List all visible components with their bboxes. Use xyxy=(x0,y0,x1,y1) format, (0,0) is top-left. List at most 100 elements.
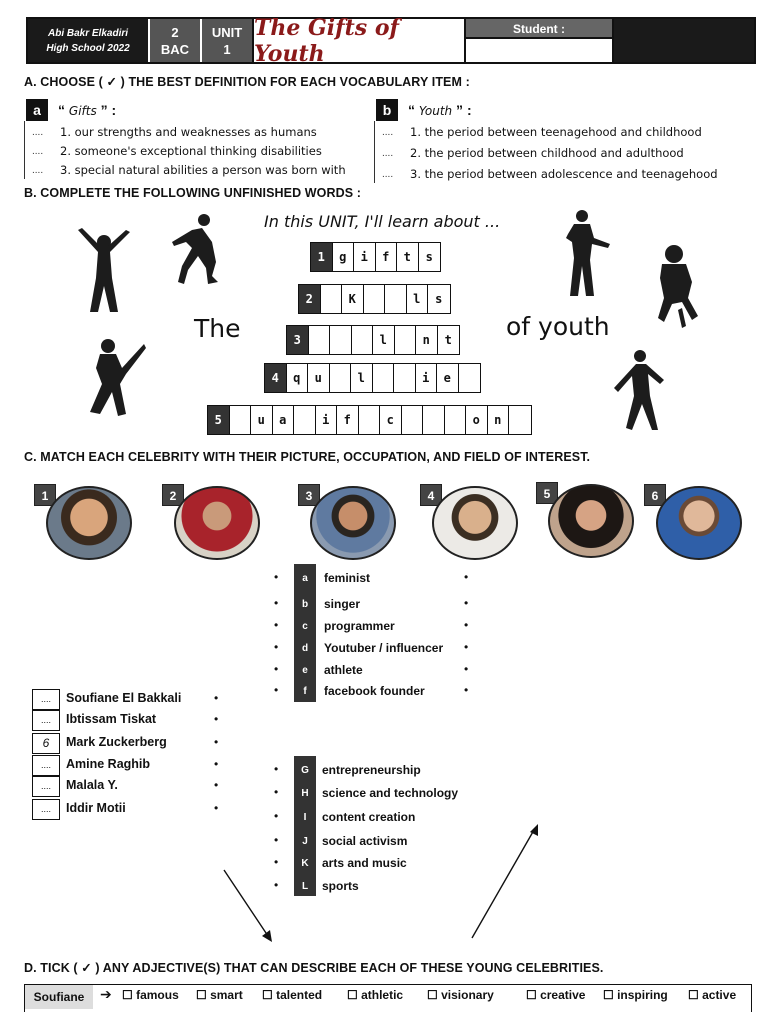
puzzle-cell[interactable] xyxy=(385,285,407,313)
item-b-dots-2[interactable]: .... xyxy=(382,148,394,159)
puzzle-cell[interactable] xyxy=(364,285,385,313)
puzzle-cell[interactable]: l xyxy=(373,326,395,354)
page-title: The Gifts of Youth xyxy=(252,15,466,67)
puzzle-cell[interactable] xyxy=(395,326,416,354)
puzzle-cell[interactable] xyxy=(402,406,423,434)
adjective-checkbox[interactable]: ☐ famous xyxy=(122,988,179,1002)
puzzle-cell[interactable] xyxy=(352,326,373,354)
puzzle-cell[interactable] xyxy=(373,364,394,392)
puzzle-cell[interactable] xyxy=(330,326,352,354)
match-bullet-left[interactable]: • xyxy=(274,640,279,654)
puzzle-cell[interactable] xyxy=(294,406,316,434)
item-b-term: Youth xyxy=(418,104,453,118)
puzzle-cell[interactable]: t xyxy=(397,243,419,271)
item-b-dots-1[interactable]: .... xyxy=(382,127,394,138)
item-b-dots-3[interactable]: .... xyxy=(382,169,394,180)
item-a-dots-1[interactable]: .... xyxy=(32,127,44,138)
field-bullet[interactable]: • xyxy=(274,762,279,776)
item-a-dots-2[interactable]: .... xyxy=(32,146,44,157)
student-input[interactable] xyxy=(466,39,612,62)
match-bullet-right[interactable]: • xyxy=(464,570,469,584)
puzzle-cell[interactable]: u xyxy=(251,406,273,434)
adjective-row xyxy=(24,984,752,1012)
name-bullet[interactable]: • xyxy=(214,712,219,726)
name-bullet[interactable]: • xyxy=(214,801,219,815)
puzzle-cell[interactable]: f xyxy=(337,406,359,434)
puzzle-cell[interactable] xyxy=(459,364,481,392)
field-letter: L xyxy=(301,881,309,892)
adjective-checkbox[interactable]: ☐ visionary xyxy=(427,988,494,1002)
name-bullet[interactable]: • xyxy=(214,757,219,771)
field-letter: K xyxy=(301,858,309,869)
field-bullet[interactable]: • xyxy=(274,785,279,799)
puzzle-cell[interactable]: l xyxy=(351,364,373,392)
puzzle-cell[interactable] xyxy=(423,406,445,434)
adjective-checkbox[interactable]: ☐ active xyxy=(688,988,737,1002)
match-bullet-left[interactable]: • xyxy=(274,662,279,676)
adjective-checkbox[interactable]: ☐ smart xyxy=(196,988,243,1002)
puzzle-cell[interactable]: t xyxy=(444,333,452,347)
puzzle-cell[interactable]: q xyxy=(287,364,308,392)
puzzle-cell[interactable]: s xyxy=(435,292,443,306)
field-label: social activism xyxy=(322,834,408,848)
occupation-letter-column xyxy=(294,564,316,702)
puzzle-row-3-number: 3 xyxy=(287,326,309,354)
puzzle-cell[interactable] xyxy=(309,326,330,354)
puzzle-cell[interactable]: g xyxy=(333,243,354,271)
match-bullet-left[interactable]: • xyxy=(274,618,279,632)
puzzle-cell[interactable]: n xyxy=(488,406,509,434)
puzzle-cell[interactable] xyxy=(445,406,466,434)
student-label: Student : xyxy=(466,19,612,39)
field-bullet[interactable]: • xyxy=(274,833,279,847)
puzzle-cell[interactable]: i xyxy=(416,364,437,392)
adjective-checkbox[interactable]: ☐ athletic xyxy=(347,988,404,1002)
puzzle-cell[interactable]: n xyxy=(416,326,438,354)
match-bullet-right[interactable]: • xyxy=(464,640,469,654)
name-bullet[interactable]: • xyxy=(214,735,219,749)
puzzle-cell[interactable]: K xyxy=(342,285,364,313)
picture-number-box[interactable]: .... xyxy=(32,755,60,776)
puzzle-cell[interactable]: e xyxy=(437,364,459,392)
name-bullet[interactable]: • xyxy=(214,778,219,792)
puzzle-cell[interactable]: f xyxy=(376,243,397,271)
picture-number-2: 2 xyxy=(162,484,184,506)
occupation-label: Youtuber / influencer xyxy=(324,641,444,655)
puzzle-cell[interactable]: c xyxy=(380,406,402,434)
puzzle-cell[interactable]: o xyxy=(466,406,488,434)
adjective-checkbox[interactable]: ☐ talented xyxy=(262,988,323,1002)
picture-number-box[interactable]: 6 xyxy=(32,733,60,754)
match-bullet-right[interactable]: • xyxy=(464,618,469,632)
match-bullet-right[interactable]: • xyxy=(464,596,469,610)
puzzle-cell[interactable]: a xyxy=(273,406,294,434)
name-bullet[interactable]: • xyxy=(214,691,219,705)
picture-number-box[interactable]: .... xyxy=(32,799,60,820)
adjective-checkbox[interactable]: ☐ creative xyxy=(526,988,586,1002)
puzzle-cell[interactable] xyxy=(359,406,380,434)
field-letter: G xyxy=(301,765,309,776)
match-bullet-left[interactable]: • xyxy=(274,570,279,584)
match-bullet-left[interactable]: • xyxy=(274,683,279,697)
field-bullet[interactable]: • xyxy=(274,878,279,892)
field-bullet[interactable]: • xyxy=(274,809,279,823)
field-bullet[interactable]: • xyxy=(274,855,279,869)
puzzle-cell[interactable]: i xyxy=(354,243,376,271)
match-bullet-right[interactable]: • xyxy=(464,683,469,697)
item-a-dots-3[interactable]: .... xyxy=(32,165,44,176)
puzzle-cell[interactable]: l xyxy=(407,285,428,313)
match-bullet-right[interactable]: • xyxy=(464,662,469,676)
celebrity-name: Ibtissam Tiskat xyxy=(66,712,157,726)
puzzle-cell[interactable]: i xyxy=(316,406,337,434)
puzzle-cell[interactable] xyxy=(330,364,351,392)
puzzle-cell[interactable] xyxy=(321,285,342,313)
picture-number-box[interactable]: .... xyxy=(32,710,60,731)
puzzle-cell[interactable] xyxy=(230,406,251,434)
puzzle-cell[interactable]: s xyxy=(425,250,433,264)
match-bullet-left[interactable]: • xyxy=(274,596,279,610)
puzzle-cell[interactable]: u xyxy=(308,364,330,392)
picture-number-box[interactable]: .... xyxy=(32,689,60,710)
adjective-checkbox[interactable]: ☐ inspiring xyxy=(603,988,668,1002)
puzzle-cell[interactable] xyxy=(509,406,531,434)
picture-number-box[interactable]: .... xyxy=(32,776,60,797)
celebrity-picture-1 xyxy=(46,486,132,560)
puzzle-cell[interactable] xyxy=(394,364,416,392)
